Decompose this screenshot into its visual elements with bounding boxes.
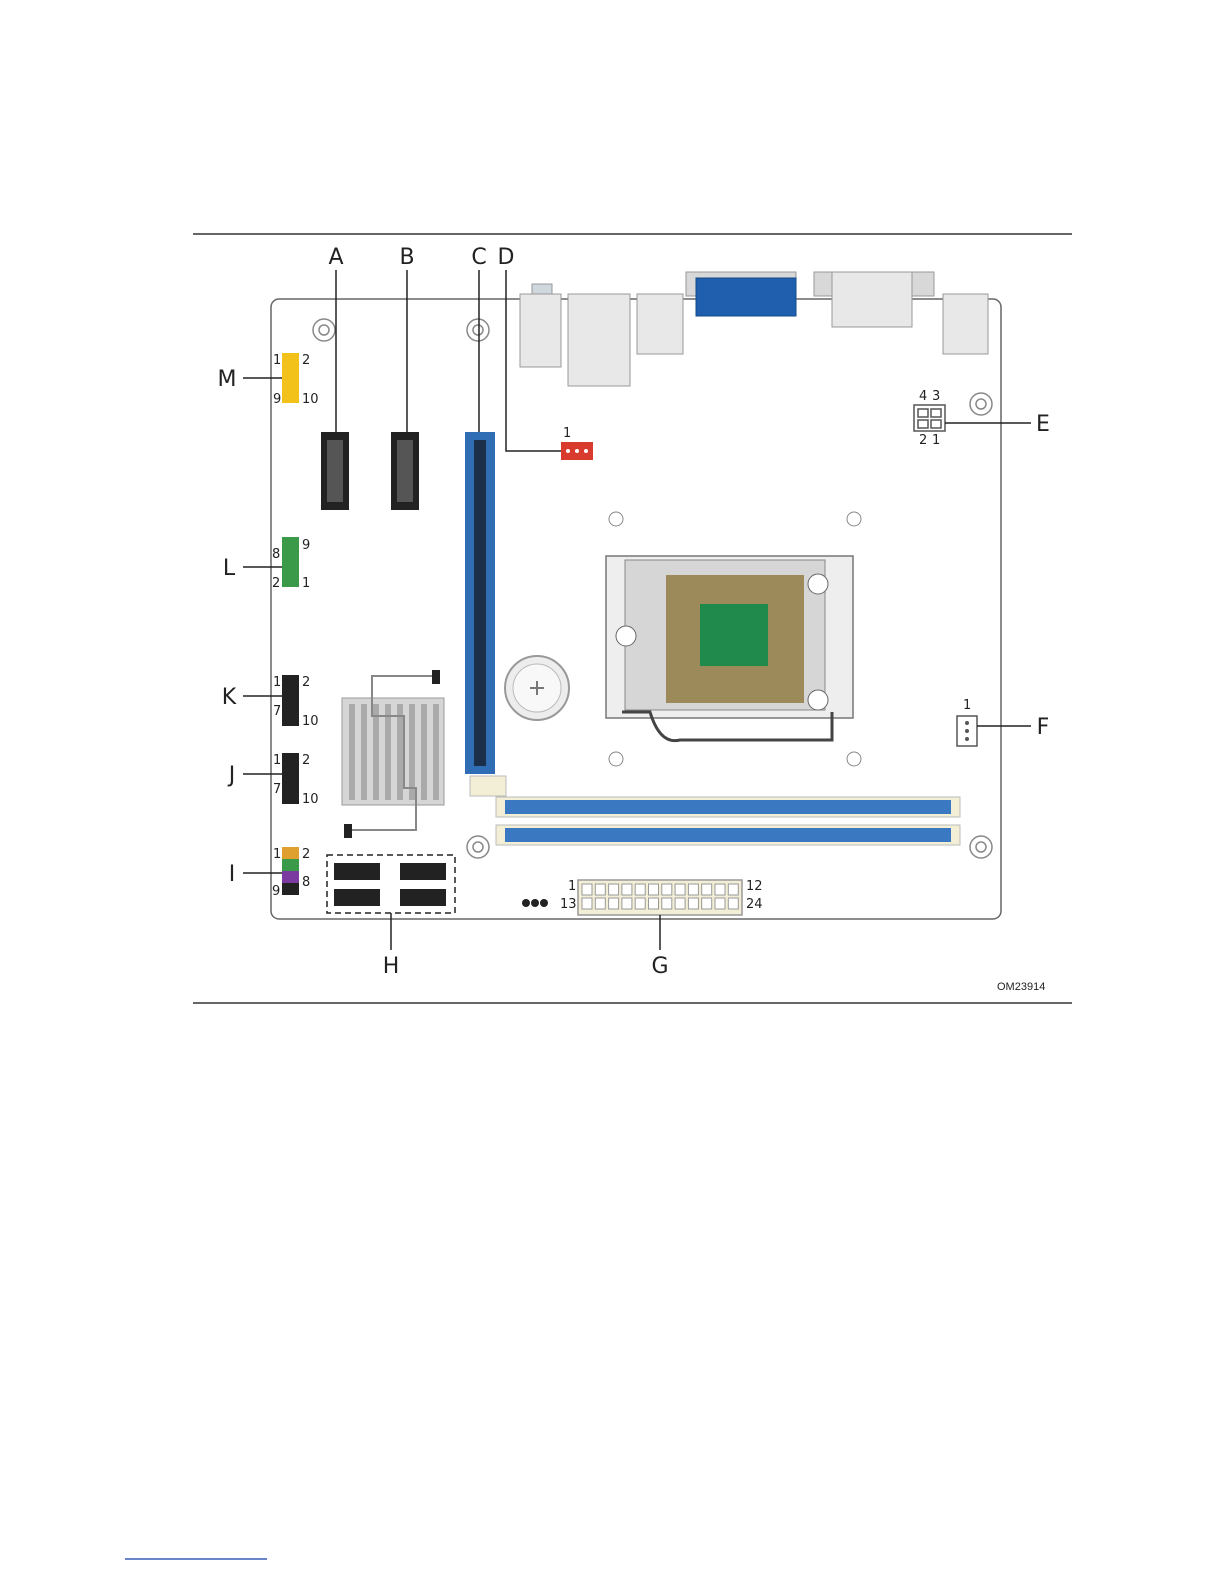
header-k xyxy=(282,675,299,726)
pin-label: 7 xyxy=(273,704,281,719)
power-pin xyxy=(662,898,672,909)
pin-label: 3 xyxy=(932,389,940,404)
power-pin xyxy=(582,884,592,895)
power-pin xyxy=(688,898,698,909)
pin-label: 2 xyxy=(302,847,310,862)
front-panel-header-i xyxy=(282,847,299,895)
pin-label: 1 xyxy=(932,433,940,448)
audio-port xyxy=(520,294,561,367)
power-pin xyxy=(635,884,645,895)
fan-header-f xyxy=(957,716,977,746)
mounting-hole xyxy=(313,319,335,341)
callout-f: F xyxy=(1037,715,1050,740)
mounting-hole xyxy=(970,836,992,858)
power-pin xyxy=(622,898,632,909)
callout-b: B xyxy=(399,245,414,270)
power-pin xyxy=(609,898,619,909)
power-pin xyxy=(595,884,605,895)
pin-label: 8 xyxy=(272,547,280,562)
power-pin xyxy=(675,898,685,909)
pin-label: 1 xyxy=(273,675,281,690)
pin-label: 1 xyxy=(563,426,571,441)
pin-label: 1 xyxy=(273,353,281,368)
atx-main-power-connector xyxy=(578,880,742,915)
callout-m: M xyxy=(218,367,237,392)
power-pin xyxy=(595,898,605,909)
usb3-header-b xyxy=(391,432,419,510)
pin-label: 2 xyxy=(302,675,310,690)
power-pin xyxy=(662,884,672,895)
power-pin xyxy=(688,884,698,895)
usb-port-stack xyxy=(637,294,683,354)
power-pin xyxy=(609,884,619,895)
header-l xyxy=(282,537,299,587)
pin-label: 24 xyxy=(746,897,763,912)
power-pin xyxy=(702,884,712,895)
callout-a: A xyxy=(328,245,343,270)
vga-port xyxy=(696,278,796,316)
mounting-hole xyxy=(467,836,489,858)
callout-c: C xyxy=(471,245,486,270)
pin-label: 2 xyxy=(302,353,310,368)
cmos-battery xyxy=(505,656,569,720)
power-pin xyxy=(728,898,738,909)
jumper-block xyxy=(522,899,548,907)
pin-label: 9 xyxy=(302,538,310,553)
power-pin xyxy=(675,884,685,895)
pin-label: 8 xyxy=(302,875,310,890)
pin-label: 1 xyxy=(963,698,971,713)
callout-j: J xyxy=(227,763,236,788)
pin-label: 12 xyxy=(746,879,763,894)
callout-h: H xyxy=(383,954,400,979)
lan-usb-stack xyxy=(568,294,630,386)
pin-label: 1 xyxy=(273,753,281,768)
pin-label: 10 xyxy=(302,392,319,407)
pin-label: 2 xyxy=(302,753,310,768)
pin-label: 2 xyxy=(272,576,280,591)
pin-label: 7 xyxy=(273,782,281,797)
callout-e: E xyxy=(1036,412,1050,437)
power-pin xyxy=(582,898,592,909)
pin-label: 1 xyxy=(273,847,281,862)
mounting-hole xyxy=(467,319,489,341)
atx12v-connector xyxy=(914,405,945,431)
usb3-header-a xyxy=(321,432,349,510)
power-pin xyxy=(622,884,632,895)
pin-label: 9 xyxy=(273,392,281,407)
pin-label: 1 xyxy=(302,576,310,591)
usb2-header-m xyxy=(282,353,299,403)
pin-label: 2 xyxy=(919,433,927,448)
callout-g: G xyxy=(651,954,668,979)
power-pin xyxy=(702,898,712,909)
callout-k: K xyxy=(222,685,237,710)
fan-header-d xyxy=(561,442,593,460)
pin-label: 10 xyxy=(302,714,319,729)
figure-id: OM23914 xyxy=(997,981,1045,993)
power-pin xyxy=(649,884,659,895)
pin-label: 13 xyxy=(560,897,577,912)
power-pin xyxy=(728,884,738,895)
callout-l: L xyxy=(223,556,236,581)
power-pin xyxy=(635,898,645,909)
usb-port-stack-right xyxy=(943,294,988,354)
power-pin xyxy=(649,898,659,909)
header-j xyxy=(282,753,299,804)
pin-label: 9 xyxy=(272,884,280,899)
pin-label: 10 xyxy=(302,792,319,807)
mounting-hole xyxy=(970,393,992,415)
power-pin xyxy=(715,898,725,909)
power-pin xyxy=(715,884,725,895)
dvi-port xyxy=(832,272,912,327)
pin-label: 1 xyxy=(568,879,576,894)
callout-d: D xyxy=(498,245,515,270)
callout-i: I xyxy=(229,862,236,887)
pin-label: 4 xyxy=(919,389,927,404)
